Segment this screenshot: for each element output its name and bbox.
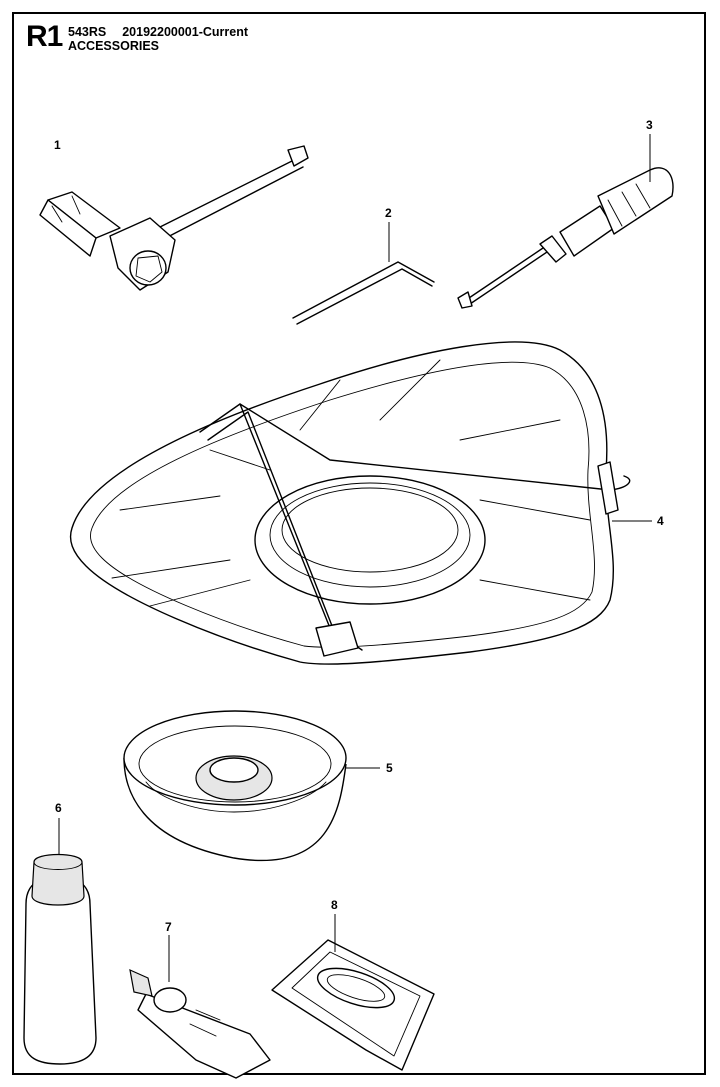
harness-bag-drawing	[271, 914, 435, 1071]
model-number: 543RS	[68, 25, 107, 39]
callout-3: 3	[646, 118, 653, 132]
serial-range: 20192200001-Current	[122, 25, 249, 39]
hex-key-drawing	[292, 222, 435, 325]
header-line-1: 543RS 20192200001-Current	[68, 25, 264, 39]
oil-bottle-drawing	[23, 818, 97, 1065]
callout-5: 5	[386, 761, 393, 775]
callout-4: 4	[657, 514, 664, 528]
page-border	[12, 12, 706, 1075]
callout-1: 1	[54, 138, 61, 152]
callout-6: 6	[55, 801, 62, 815]
screwdriver-drawing	[457, 134, 674, 309]
blade-guard-drawing	[69, 341, 652, 665]
grease-tube-drawing	[129, 935, 271, 1079]
combination-wrench-drawing	[39, 145, 309, 291]
page-code: R1	[26, 20, 63, 53]
callout-8: 8	[331, 898, 338, 912]
callout-2: 2	[385, 206, 392, 220]
support-cup-drawing	[123, 710, 380, 862]
callout-7: 7	[165, 920, 172, 934]
section-title: ACCESSORIES	[68, 39, 159, 53]
